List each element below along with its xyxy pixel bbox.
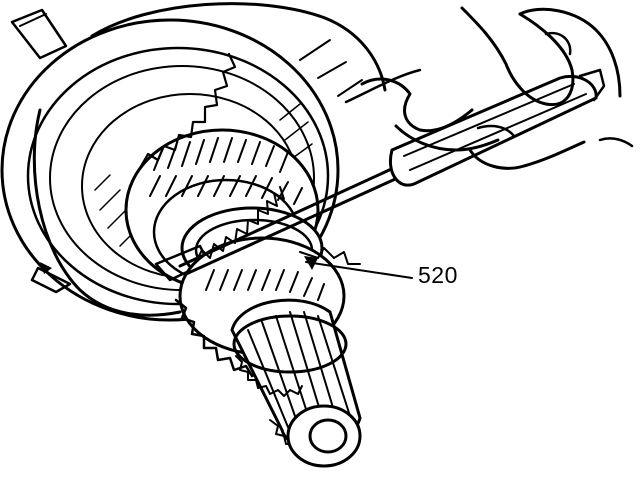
callout-520-leader xyxy=(304,256,413,279)
output-shaft xyxy=(230,298,362,468)
hand xyxy=(360,6,634,170)
callout-520-label: 520 xyxy=(418,262,458,288)
housing-tab xyxy=(10,8,68,60)
